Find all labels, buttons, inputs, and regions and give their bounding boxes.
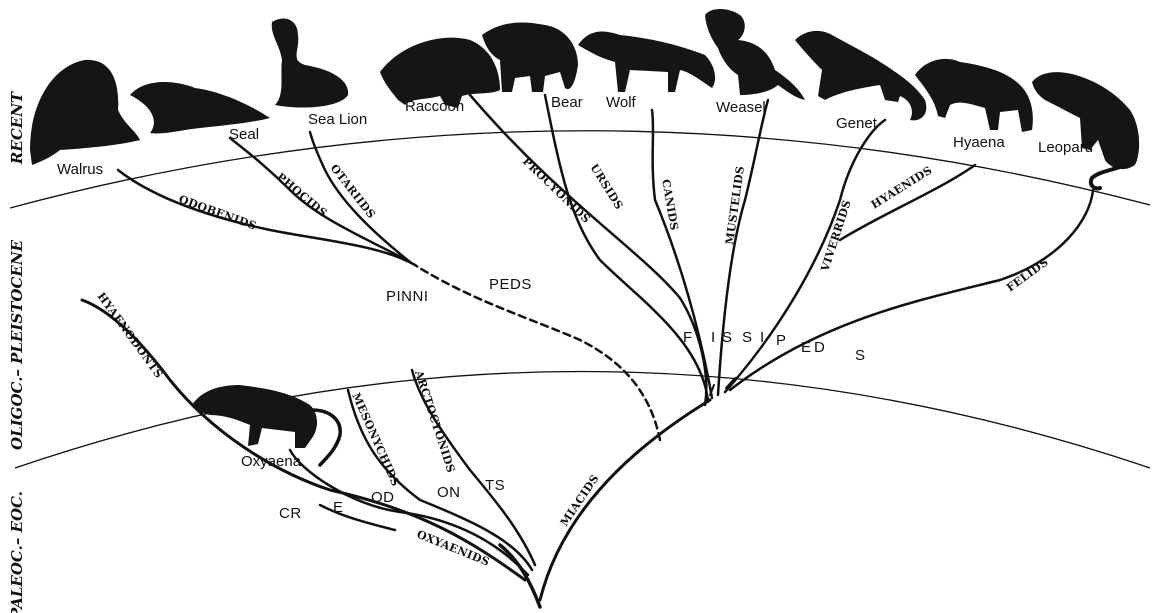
- animal-label-walrus: Walrus: [57, 161, 103, 178]
- animal-label-wolf: Wolf: [606, 94, 637, 111]
- animal-label-weasel: Weasel: [716, 99, 766, 116]
- genet-silhouette: [795, 31, 926, 120]
- clade-fissipeds-letter-5: I: [760, 329, 765, 346]
- tree-branches: [82, 95, 1093, 607]
- animal-label-hyaena: Hyaena: [953, 134, 1005, 151]
- clade-fissipeds-letter-8: D: [814, 339, 825, 356]
- sea-lion-silhouette: [272, 18, 348, 107]
- clade-fissipeds-letter-6: P: [776, 332, 787, 349]
- oligocene-horizon-line: [15, 372, 1150, 469]
- clade-creodonts-part-4: ON: [437, 484, 461, 501]
- clade-fissipeds-letter-4: S: [742, 329, 753, 346]
- animal-label-seal: Seal: [229, 126, 259, 143]
- era-label-paleoc-eoc: PALEOC.– EOC.: [8, 491, 26, 613]
- animal-label-oxyaena: Oxyaena: [241, 453, 302, 470]
- walrus-silhouette: [30, 60, 140, 165]
- clade-creodonts-part-2: E: [333, 499, 344, 516]
- clade-pinnipeds-part-2: PEDS: [489, 276, 532, 293]
- animal-label-bear: Bear: [551, 94, 583, 111]
- clade-fissipeds-letter-1: F: [683, 329, 693, 346]
- group-label-miacids: MIACIDS: [558, 472, 602, 528]
- oxyaena-silhouette: [192, 385, 317, 448]
- era-label-oligoc-pleistocene: OLIGOC.– PLEISTOCENE: [8, 239, 26, 450]
- clade-creodonts-part-5: TS: [485, 477, 505, 494]
- group-label-otariids: OTARIIDS: [328, 162, 378, 221]
- group-label-procyonids: PROCYONIDS: [520, 155, 593, 226]
- clade-creodonts-part-3: OD: [371, 489, 395, 506]
- group-label-arctocyonids: ARCTOCYONIDS: [412, 368, 458, 474]
- clade-fissipeds-letter-2: I: [711, 329, 716, 346]
- group-label-hyaenodonts: HYAENODONTS: [95, 290, 166, 381]
- era-label-recent: RECENT: [8, 90, 26, 165]
- hyaena-silhouette: [915, 59, 1033, 132]
- clade-creodonts-part-1: CR: [279, 505, 302, 522]
- animal-label-leopard: Leopard: [1038, 139, 1093, 156]
- animal-label-genet: Genet: [836, 115, 878, 132]
- weasel-silhouette: [705, 9, 805, 100]
- clade-pinnipeds-part-1: PINNI: [386, 288, 429, 305]
- clade-fissipeds-letter-9: S: [855, 347, 866, 364]
- group-label-canids: CANIDS: [659, 178, 681, 231]
- clade-fissipeds-letter-3: S: [722, 329, 733, 346]
- animal-label-raccoon: Raccoon: [405, 98, 464, 115]
- group-label-hyaenids: HYAENIDS: [869, 164, 935, 212]
- group-label-mesonychids: MESONYCHIDS: [349, 391, 402, 488]
- wolf-silhouette: [578, 31, 715, 92]
- clade-fissipeds-letter-7: E: [801, 339, 812, 356]
- group-label-ursids: URSIDS: [587, 162, 625, 212]
- group-label-odobenids: ODOBENIDS: [177, 193, 258, 233]
- animal-label-sea-lion: Sea Lion: [308, 111, 367, 128]
- group-label-phocids: PHOCIDS: [274, 170, 330, 220]
